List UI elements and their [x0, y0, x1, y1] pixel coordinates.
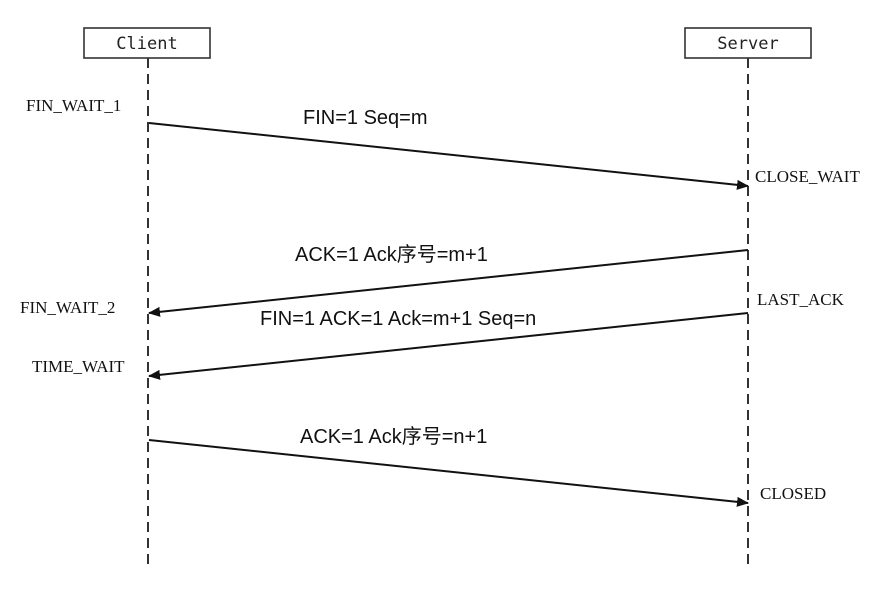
server-label: Server [717, 34, 778, 54]
message-label-4: ACK=1 Ack序号=n+1 [300, 425, 487, 448]
state-closed: CLOSED [760, 484, 826, 503]
message-arrow-4 [148, 439, 749, 507]
client-label: Client [116, 34, 177, 54]
message-arrow-3 [148, 312, 749, 380]
state-close-wait: CLOSE_WAIT [755, 167, 860, 186]
state-fin-wait-2: FIN_WAIT_2 [20, 298, 115, 317]
state-time-wait: TIME_WAIT [32, 357, 125, 376]
message-label-1: FIN=1 Seq=m [303, 107, 428, 129]
message-label-2: ACK=1 Ack序号=m+1 [295, 243, 488, 266]
message-arrow-2 [148, 249, 749, 317]
message-label-3: FIN=1 ACK=1 Ack=m+1 Seq=n [260, 308, 536, 330]
message-arrow-1 [148, 122, 749, 190]
state-fin-wait-1: FIN_WAIT_1 [26, 96, 121, 115]
client-participant-box: Client [83, 27, 211, 59]
server-participant-box: Server [684, 27, 812, 59]
state-last-ack: LAST_ACK [757, 290, 845, 309]
